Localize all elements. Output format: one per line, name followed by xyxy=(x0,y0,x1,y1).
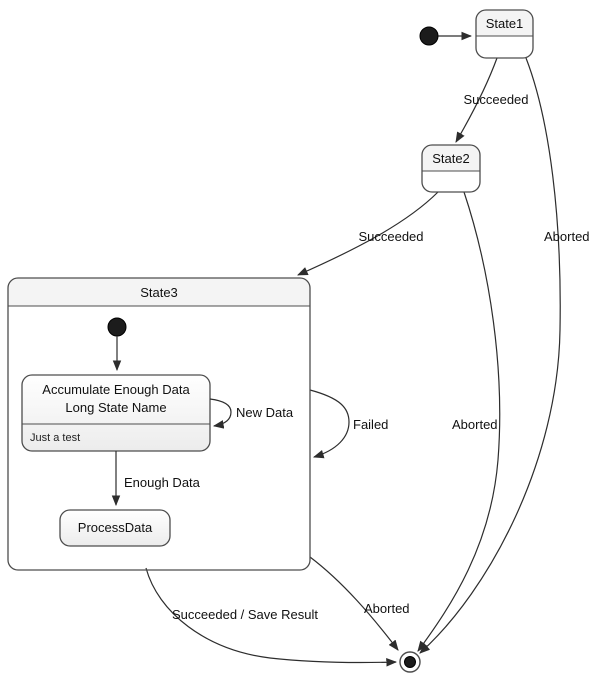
edge-state3-to-final-aborted: Aborted xyxy=(309,556,410,651)
edge-accumulate-new-data-self: New Data xyxy=(209,398,294,429)
state2-node: State2 xyxy=(421,144,481,193)
edge-label-new-data: New Data xyxy=(236,405,294,420)
accumulate-state-title-line1: Accumulate Enough Data xyxy=(42,382,190,397)
edge-label-aborted-state2: Aborted xyxy=(452,417,498,432)
accumulate-state-body-text: Just a test xyxy=(30,432,80,444)
inner-initial-state-dot xyxy=(107,317,127,337)
process-data-node: ProcessData xyxy=(59,509,171,547)
state3-node: State3 Accumulate Enough Data Long State… xyxy=(7,277,311,571)
edge-state1-to-state2: Succeeded xyxy=(455,57,529,143)
final-state-node xyxy=(399,651,421,673)
edge-label-enough-data: Enough Data xyxy=(124,475,201,490)
edge-state2-to-final: Aborted xyxy=(417,191,501,652)
edge-state2-to-state3: Succeeded xyxy=(297,191,439,276)
edge-label-aborted-state3: Aborted xyxy=(364,601,410,616)
accumulate-state-node: Accumulate Enough Data Long State Name J… xyxy=(21,374,211,452)
accumulate-state-title-line2: Long State Name xyxy=(65,400,166,415)
edge-state3-failed-self: Failed xyxy=(309,389,388,459)
initial-state-dot xyxy=(419,26,439,46)
edge-label-succeeded-save-result: Succeeded / Save Result xyxy=(172,607,318,622)
state2-label: State2 xyxy=(432,151,470,166)
state3-label: State3 xyxy=(140,285,178,300)
edge-label-aborted-state1: Aborted xyxy=(544,229,590,244)
state1-label: State1 xyxy=(486,16,524,31)
edge-state3-to-final-success: Succeeded / Save Result xyxy=(145,567,398,667)
edge-label-succeeded-1: Succeeded xyxy=(463,92,528,107)
edge-label-failed: Failed xyxy=(353,417,388,432)
state1-node: State1 xyxy=(475,9,534,59)
edge-state1-to-final: Aborted xyxy=(419,57,590,654)
process-data-label: ProcessData xyxy=(78,520,153,535)
edge-label-succeeded-2: Succeeded xyxy=(358,229,423,244)
edge-accumulate-to-process: Enough Data xyxy=(111,451,201,507)
